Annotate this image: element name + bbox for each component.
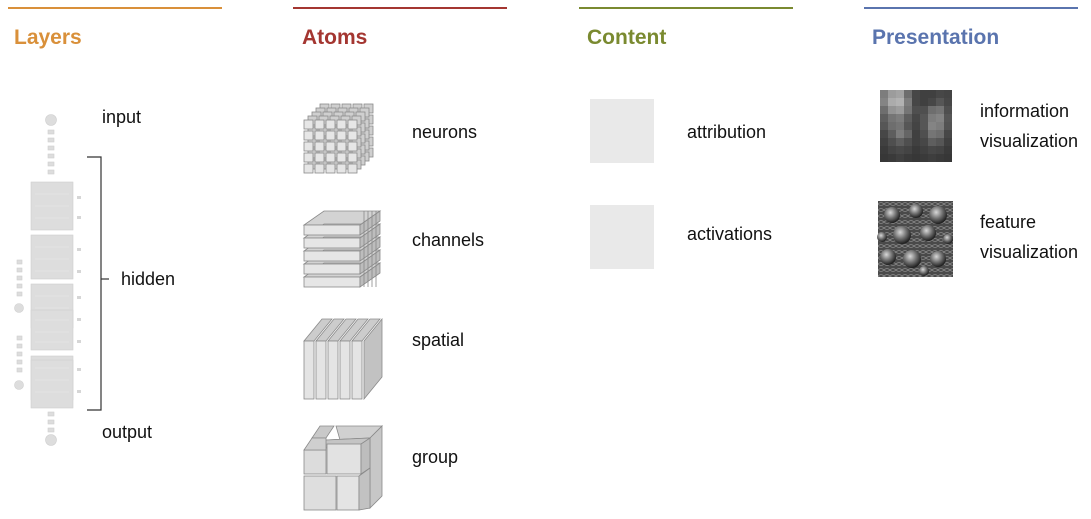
content-rule bbox=[579, 7, 793, 9]
atom-label-neurons: neurons bbox=[412, 122, 478, 142]
atoms-heading: Atoms bbox=[302, 26, 368, 49]
presentation-label-feature-visualization: feature visualization bbox=[980, 207, 1078, 267]
information-visualization-thumbnail bbox=[880, 90, 952, 162]
network-architecture-diagram bbox=[14, 114, 109, 446]
layers-column: Layers bbox=[0, 0, 240, 519]
hidden-label: hidden bbox=[121, 269, 176, 289]
channel-slab-icon bbox=[302, 210, 382, 288]
presentation-label-line: visualization bbox=[980, 131, 1079, 151]
atom-label-channels: channels bbox=[412, 230, 485, 250]
neuron-cube-icon bbox=[303, 103, 374, 174]
content-column: Content attribution activations bbox=[571, 0, 811, 519]
presentation-label-line: information bbox=[980, 101, 1070, 121]
output-label: output bbox=[102, 422, 153, 442]
content-label-attribution: attribution bbox=[687, 122, 767, 142]
presentation-label-line: feature bbox=[980, 212, 1037, 232]
activations-swatch bbox=[590, 205, 654, 269]
presentation-heading: Presentation bbox=[872, 26, 1000, 49]
atoms-rule bbox=[293, 7, 507, 9]
attribution-swatch bbox=[590, 99, 654, 163]
atom-label-group: group bbox=[412, 447, 459, 467]
presentation-rule bbox=[864, 7, 1078, 9]
feature-visualization-thumbnail bbox=[877, 201, 953, 277]
presentation-column: Presentation information visualization f… bbox=[856, 0, 1091, 519]
layers-heading: Layers bbox=[14, 26, 82, 49]
atoms-column: Atoms neurons channels spatial bbox=[285, 0, 525, 519]
presentation-label-information-visualization: information visualization bbox=[980, 96, 1078, 156]
content-heading: Content bbox=[587, 26, 667, 49]
atom-label-spatial: spatial bbox=[412, 330, 465, 350]
layers-rule bbox=[8, 7, 222, 9]
presentation-label-line: visualization bbox=[980, 242, 1079, 262]
group-block-icon bbox=[303, 425, 383, 511]
input-label: input bbox=[102, 107, 142, 127]
spatial-slice-icon bbox=[303, 317, 383, 401]
content-label-activations: activations bbox=[687, 224, 773, 244]
